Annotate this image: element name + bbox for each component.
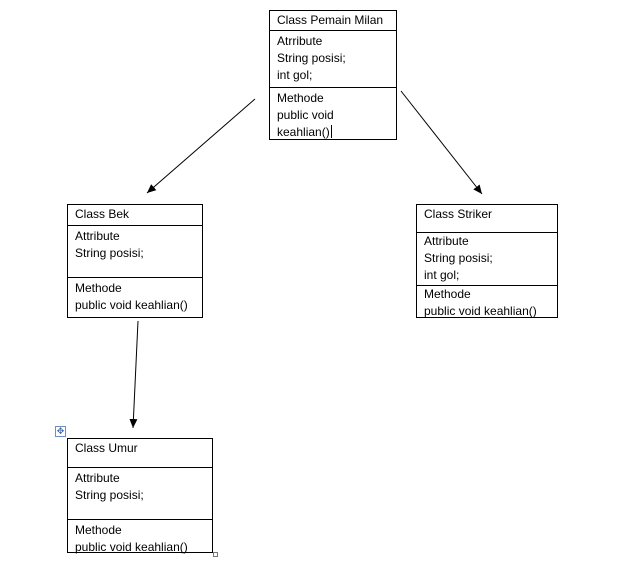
method-line-with-cursor: keahlian(): [277, 124, 389, 141]
methods-section: Methode public void keahlian(): [270, 87, 396, 141]
class-name: Class Striker: [424, 207, 493, 221]
attributes-heading: Attribute: [75, 229, 120, 243]
method-line: public void keahlian(): [75, 540, 188, 554]
methods-heading: Methode: [75, 523, 122, 537]
methods-section: Methode public void keahlian(): [68, 519, 212, 556]
attributes-heading: Attribute: [424, 234, 469, 248]
methods-section: Methode public void keahlian(): [417, 285, 557, 320]
class-name-section: Class Umur: [68, 439, 212, 467]
attributes-section: Attribute String posisi;: [68, 225, 202, 277]
method-line: public void: [277, 108, 334, 122]
text-cursor: [330, 125, 332, 138]
class-name-section: Class Striker: [417, 205, 557, 232]
class-name-section: Class Bek: [68, 205, 202, 225]
attribute-line: String posisi;: [75, 488, 144, 502]
class-pemain-milan-box[interactable]: Class Pemain Milan Atrribute String posi…: [269, 10, 397, 140]
attribute-line: int gol;: [277, 68, 313, 82]
resize-handle-icon[interactable]: [213, 552, 218, 557]
attributes-section: Atrribute String posisi; int gol;: [270, 30, 396, 87]
attribute-line: int gol;: [424, 268, 460, 282]
method-line: public void keahlian(): [75, 298, 188, 312]
class-name: Class Bek: [75, 207, 130, 221]
class-name: Class Pemain Milan: [277, 13, 384, 27]
class-striker-box[interactable]: Class Striker Attribute String posisi; i…: [416, 204, 558, 318]
attribute-line: String posisi;: [424, 251, 493, 265]
attribute-line: String posisi;: [277, 51, 346, 65]
attributes-heading: Attribute: [75, 471, 120, 485]
arrow-milan-to-bek[interactable]: [146, 98, 256, 194]
class-name-section: Class Pemain Milan: [270, 11, 396, 30]
methods-heading: Methode: [75, 281, 122, 295]
method-text: keahlian(): [277, 125, 330, 139]
method-line: public void keahlian(): [424, 304, 537, 318]
arrow-milan-to-striker[interactable]: [400, 90, 483, 195]
attributes-section: Attribute String posisi;: [68, 467, 212, 519]
arrow-bek-to-umur[interactable]: [129, 320, 139, 429]
methods-section: Methode public void keahlian(): [68, 277, 202, 314]
attribute-line: String posisi;: [75, 246, 144, 260]
methods-heading: Methode: [424, 287, 471, 301]
class-bek-box[interactable]: Class Bek Attribute String posisi; Metho…: [67, 204, 203, 318]
class-umur-box[interactable]: Class Umur Attribute String posisi; Meth…: [67, 438, 213, 556]
attributes-section: Attribute String posisi; int gol;: [417, 232, 557, 285]
methods-heading: Methode: [277, 91, 324, 105]
class-name: Class Umur: [75, 441, 138, 455]
move-handle-icon[interactable]: ✥: [55, 426, 66, 437]
attributes-heading: Atrribute: [277, 34, 323, 48]
